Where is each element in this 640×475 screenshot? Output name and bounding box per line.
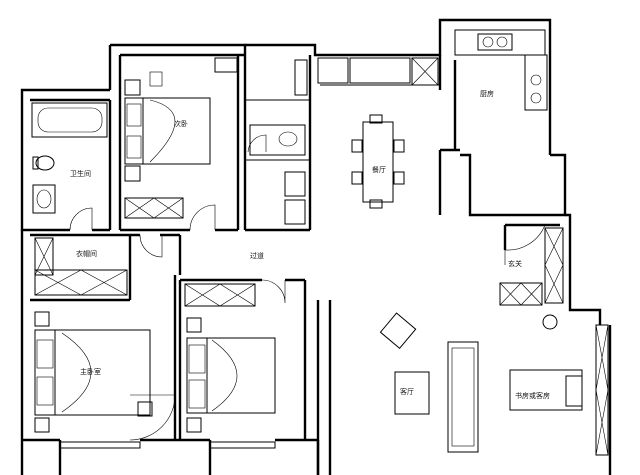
furniture — [31, 29, 609, 456]
room-label-study: 书房或客房 — [515, 391, 550, 400]
room-label-living-room: 客厅 — [400, 387, 414, 396]
interior-walls — [30, 53, 560, 440]
room-label-corridor: 过道 — [250, 251, 264, 260]
room-labels: 次卧 卫生间 餐厅 厨房 衣帽间 过道 玄关 主卧室 客厅 书房或客房 — [70, 89, 550, 400]
room-label-entrance: 玄关 — [508, 259, 522, 268]
room-label-master-bedroom: 主卧室 — [80, 367, 101, 376]
room-label-dining: 餐厅 — [372, 165, 386, 174]
door-swings — [69, 134, 546, 441]
room-label-second-bedroom: 次卧 — [174, 119, 188, 128]
room-label-walk-in-closet: 衣帽间 — [76, 249, 97, 258]
room-label-bathroom: 卫生间 — [70, 169, 91, 178]
room-label-kitchen: 厨房 — [480, 89, 494, 98]
